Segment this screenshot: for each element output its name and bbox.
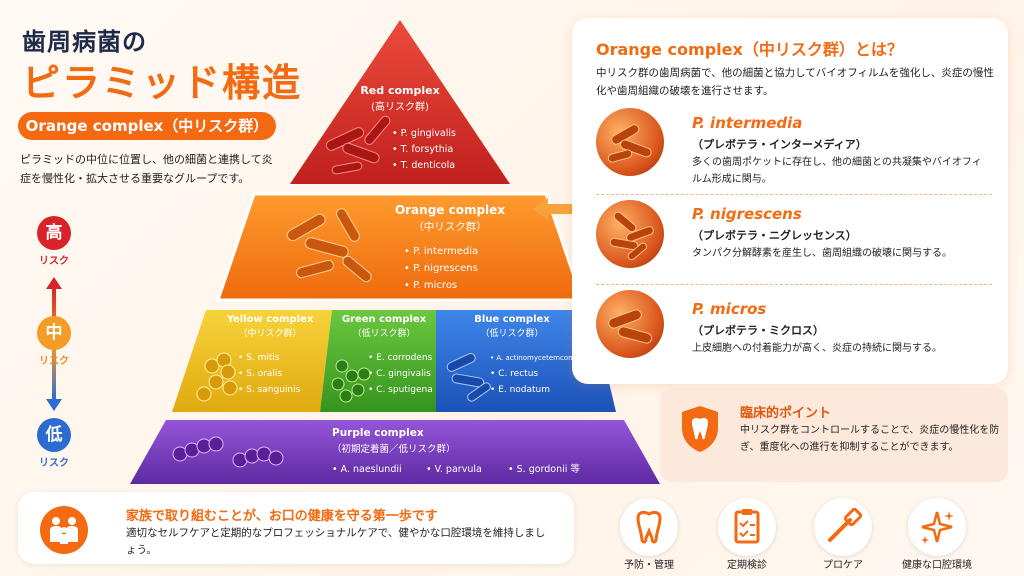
blue-item-2: • C. rectus <box>490 369 538 379</box>
title-line2: ピラミッド構造 <box>22 61 303 105</box>
purple-complex-name: Purple complex <box>332 427 424 439</box>
p-intermedia-image <box>596 108 664 176</box>
green-bacteria-cluster <box>331 359 371 403</box>
blue-item-1: • A. actinomycetemcomitans <box>490 354 592 362</box>
clinical-body: 中リスク群をコントロールすることで、炎症の慢性化を防ぎ、重度化への進行を抑制する… <box>740 425 1000 453</box>
red-item-3: • T. denticola <box>392 160 455 171</box>
purple-item-2: • V. parvula <box>426 464 482 475</box>
panel-lead: 中リスク群の歯周病菌で、他の細菌と協力してバイオフィルムを強化し、炎症の慢性化や… <box>596 67 994 97</box>
green-tier <box>320 310 436 412</box>
yellow-item-1: • S. mitis <box>238 353 280 363</box>
purple-complex-risk: （初期定着菌／低リスク群） <box>332 443 456 455</box>
blue-bacteria-cluster <box>446 353 491 402</box>
yellow-item-2: • S. oralis <box>238 369 282 379</box>
clinical-title: 臨床的ポイント <box>740 406 832 421</box>
orange-item-1: • P. intermedia <box>404 246 478 257</box>
p-micros-image <box>596 290 664 358</box>
bottom-title: 家族で取り組むことが、お口の健康を守る第一歩です <box>126 509 438 524</box>
yellow-bacteria-cluster <box>196 352 238 402</box>
blue-item-3: • E. nodatum <box>490 385 550 395</box>
purple-item-1: • A. naeslundii <box>332 464 402 475</box>
purple-item-3: • S. gordonii 等 <box>508 463 580 475</box>
tooth-icon <box>620 498 678 556</box>
species-3-desc: 上皮細胞への付着能力が高く、炎症の持続に関与する。 <box>692 343 942 354</box>
divider <box>596 284 992 285</box>
checklist-icon <box>718 498 776 556</box>
family-icon <box>50 517 78 544</box>
care-label-2: 定期検診 <box>727 560 767 571</box>
species-1-name: P. intermedia <box>692 114 803 132</box>
care-label-4: 健康な口腔環境 <box>902 560 972 571</box>
shield-tooth-icon <box>682 406 718 452</box>
connector-arrow-icon <box>532 198 576 220</box>
orange-complex-risk: （中リスク群） <box>413 220 487 233</box>
blue-complex-risk: （低リスク群） <box>480 327 543 339</box>
green-item-3: • C. sputigena <box>368 385 433 395</box>
orange-bacteria-cluster <box>286 208 372 283</box>
pyramid-diagram: Red complex (高リスク群) • P. gingivalis • T.… <box>130 20 660 484</box>
clinical-point-box <box>660 388 1008 482</box>
title-line1: 歯周病菌の <box>22 28 147 56</box>
species-3-kana: （プレボテラ・ミクロス） <box>692 324 824 337</box>
red-complex-risk: (高リスク群) <box>371 100 429 113</box>
lead-text: ピラミッドの中位に位置し、他の細菌と連携して炎症を慢性化・拡大させる重要なグルー… <box>20 153 273 185</box>
yellow-complex-risk: （中リスク群） <box>238 327 301 339</box>
bottom-body: 適切なセルフケアと定期的なプロフェッショナルケアで、健やかな口腔環境を維持しまし… <box>126 527 546 556</box>
orange-complex-pill: Orange complex（中リスク群） <box>18 112 276 140</box>
care-label-3: プロケア <box>823 560 863 571</box>
sparkle-icon <box>908 498 966 556</box>
species-2-kana: （プレボテラ・ニグレッセンス） <box>692 229 857 242</box>
red-item-2: • T. forsythia <box>392 144 453 155</box>
red-item-1: • P. gingivalis <box>392 128 456 139</box>
p-nigrescens-image <box>596 200 664 268</box>
risk-low-label: リスク <box>39 458 69 469</box>
family-message-box <box>18 492 574 564</box>
red-bacteria-cluster <box>325 115 391 175</box>
risk-high-badge: 高 <box>37 216 71 250</box>
risk-low-badge: 低 <box>37 418 71 452</box>
yellow-item-3: • S. sanguinis <box>238 385 301 395</box>
purple-bacteria-cluster <box>172 436 284 468</box>
species-1-kana: （プレボテラ・インターメディア） <box>692 138 867 151</box>
risk-high-label: リスク <box>39 256 69 267</box>
purple-tier <box>130 420 660 484</box>
care-label-1: 予防・管理 <box>624 560 674 571</box>
green-complex-risk: （低リスク群） <box>352 327 415 339</box>
arrow-up-icon <box>46 277 62 289</box>
green-complex-name: Green complex <box>342 314 427 325</box>
risk-mid-badge: 中 <box>37 316 71 350</box>
divider <box>596 194 992 195</box>
arrow-down-icon <box>46 399 62 411</box>
orange-complex-name: Orange complex <box>395 203 505 217</box>
blue-complex-name: Blue complex <box>474 314 550 325</box>
yellow-complex-name: Yellow complex <box>226 314 314 325</box>
orange-item-3: • P. micros <box>404 280 457 291</box>
orange-item-2: • P. nigrescens <box>404 263 478 274</box>
toothbrush-icon <box>814 498 872 556</box>
risk-mid-label: リスク <box>39 356 69 367</box>
species-2-name: P. nigrescens <box>692 205 802 223</box>
species-1-desc: 多くの歯周ポケットに存在し、他の細菌との共凝集やバイオフィルム形成に関与。 <box>692 157 982 185</box>
panel-title: Orange complex（中リスク群）とは？ <box>596 40 903 59</box>
species-2-desc: タンパク分解酵素を産生し、歯周組織の破壊に関与する。 <box>692 248 952 259</box>
green-item-1: • E. corrodens <box>368 353 433 363</box>
family-icon-badge <box>40 506 88 554</box>
species-3-name: P. micros <box>692 300 767 318</box>
green-item-2: • C. gingivalis <box>368 369 431 379</box>
red-complex-name: Red complex <box>360 84 439 97</box>
